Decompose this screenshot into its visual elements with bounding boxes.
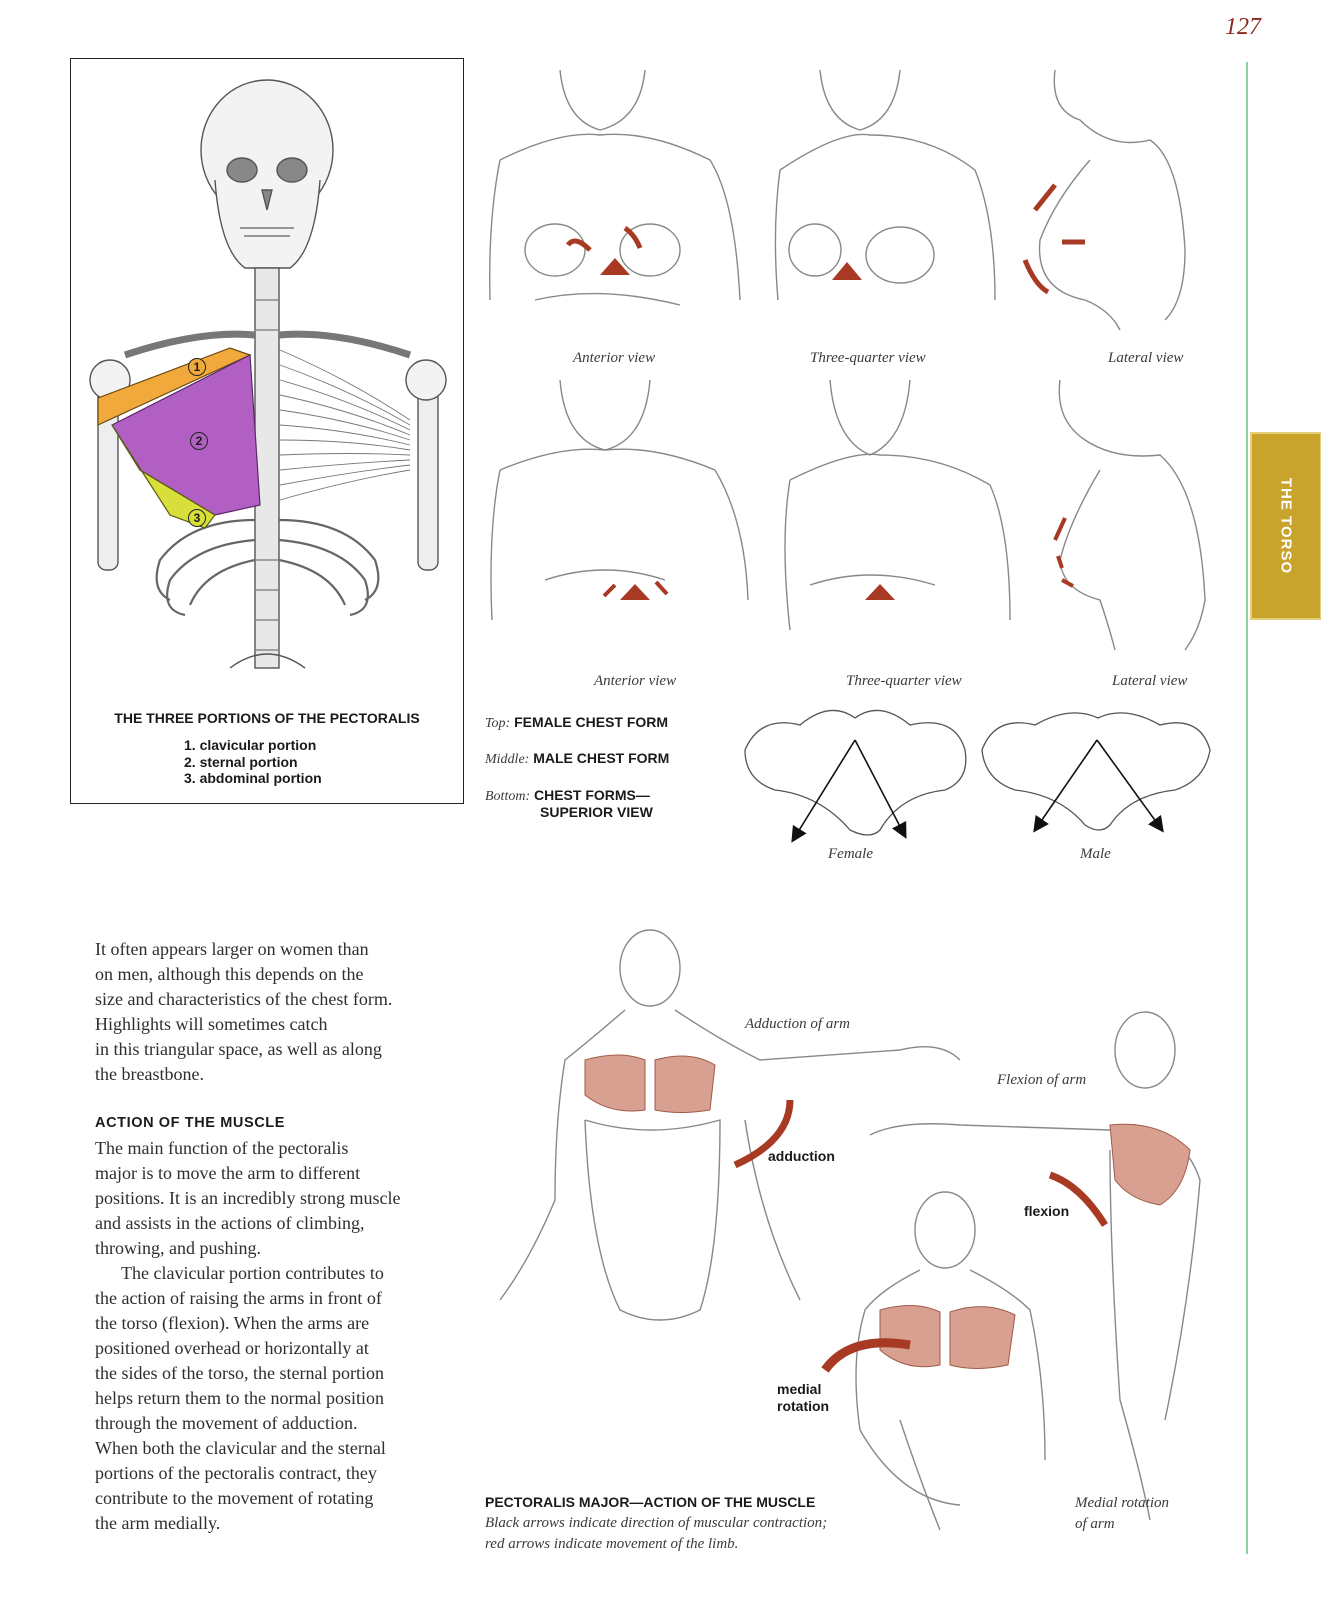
legend-bottom: Bottom: CHEST FORMS—: [485, 787, 650, 805]
female-anterior-view: [489, 69, 741, 306]
text-line: positions. It is an incredibly strong mu…: [95, 1188, 401, 1208]
legend-bottom-text-1: CHEST FORMS—: [534, 787, 650, 803]
portion-item: 3. abdominal portion: [184, 770, 322, 786]
abdominal-portion-shape: [111, 424, 216, 529]
legend-middle-prefix: Middle:: [485, 752, 530, 767]
marker-3: 3: [188, 509, 206, 527]
text-line: major is to move the arm to different: [95, 1163, 361, 1183]
superior-view-male: [981, 712, 1211, 833]
medial-caption-line-2: of arm: [1075, 1516, 1115, 1532]
flexion-caption: Flexion of arm: [997, 1072, 1087, 1088]
pectoralis-portions: [97, 347, 261, 529]
medial-rotation-figure: [855, 1191, 1046, 1531]
action-paragraph-2: The clavicular portion contributes to th…: [95, 1261, 465, 1536]
pectoralis-right-fibers: [279, 349, 411, 501]
male-three-quarter-view: [784, 379, 1011, 631]
text-line: portions of the pectoralis contract, the…: [95, 1463, 377, 1483]
text-line: the action of raising the arms in front …: [95, 1288, 382, 1308]
text-line: helps return them to the normal position: [95, 1388, 384, 1408]
caption-line: red arrows indicate movement of the limb…: [485, 1536, 739, 1552]
section-heading: ACTION OF THE MUSCLE: [95, 1115, 286, 1131]
flexion-label: flexion: [1024, 1203, 1070, 1219]
text-line: on men, although this depends on the: [95, 964, 364, 984]
legend-middle: Middle: MALE CHEST FORM: [485, 750, 669, 768]
adduction-label: adduction: [768, 1148, 835, 1164]
adduction-arrow: [733, 1099, 794, 1169]
text-line: When both the clavicular and the sternal: [95, 1438, 386, 1458]
text-line: The clavicular portion contributes to: [121, 1263, 384, 1283]
male-lateral-view: [1058, 379, 1206, 651]
male-anterior-label: Anterior view: [594, 673, 677, 689]
text-line: in this triangular space, as well as alo…: [95, 1039, 382, 1059]
medial-label-line-1: medial: [777, 1381, 822, 1397]
page-number: 127: [1225, 14, 1261, 40]
legend-top-prefix: Top:: [485, 716, 511, 731]
female-three-quarter-label: Three-quarter view: [810, 350, 926, 366]
marker-1: 1: [188, 358, 206, 376]
text-line: the breastbone.: [95, 1064, 204, 1084]
text-line: The main function of the pectoralis: [95, 1138, 349, 1158]
text-line: the arm medially.: [95, 1513, 221, 1533]
section-tab: THE TORSO: [1250, 432, 1321, 620]
text-line: throwing, and pushing.: [95, 1238, 261, 1258]
text-line: through the movement of adduction.: [95, 1413, 358, 1433]
skeleton-illustration: [89, 79, 447, 669]
legend-top: Top: FEMALE CHEST FORM: [485, 714, 668, 732]
caption-line: Black arrows indicate direction of muscu…: [485, 1515, 828, 1531]
superior-female-label: Female: [828, 846, 873, 862]
text-line: It often appears larger on women than: [95, 939, 369, 959]
legend-middle-text: MALE CHEST FORM: [533, 750, 670, 766]
text-line: contribute to the movement of rotating: [95, 1488, 374, 1508]
action-paragraph-1: The main function of the pectoralis majo…: [95, 1136, 465, 1261]
legend-bottom-text-2: SUPERIOR VIEW: [540, 804, 653, 820]
text-line: size and characteristics of the chest fo…: [95, 989, 393, 1009]
portion-list: 1. clavicular portion 2. sternal portion…: [184, 737, 322, 787]
male-anterior-view: [490, 379, 749, 621]
male-three-quarter-label: Three-quarter view: [846, 673, 962, 689]
skeleton-figure-title: THE THREE PORTIONS OF THE PECTORALIS: [114, 710, 420, 726]
skeleton-figure-box: [70, 58, 464, 804]
medial-rotation-arrow: [821, 1338, 911, 1373]
margin-rule: [1246, 62, 1248, 1554]
male-arrows: [602, 517, 1074, 600]
text-line: Highlights will sometimes catch: [95, 1014, 328, 1034]
superior-view-female: [744, 709, 967, 843]
intro-paragraph: It often appears larger on women than on…: [95, 937, 465, 1087]
figure-caption-text: Black arrows indicate direction of muscu…: [485, 1513, 855, 1555]
text-line: and assists in the actions of climbing,: [95, 1213, 365, 1233]
medial-label-line-2: rotation: [777, 1398, 830, 1414]
marker-2: 2: [190, 432, 208, 450]
female-lateral-view: [1038, 69, 1186, 331]
female-anterior-label: Anterior view: [573, 350, 656, 366]
text-line: the torso (flexion). When the arms are: [95, 1313, 370, 1333]
portion-item: 2. sternal portion: [184, 753, 298, 770]
adduction-figure: [499, 929, 961, 1321]
adduction-caption: Adduction of arm: [745, 1016, 850, 1032]
male-lateral-label: Lateral view: [1112, 673, 1188, 689]
medial-caption-line-1: Medial rotation: [1075, 1495, 1170, 1511]
female-three-quarter-view: [774, 69, 996, 301]
female-lateral-label: Lateral view: [1108, 350, 1184, 366]
legend-bottom-prefix: Bottom:: [485, 789, 531, 804]
superior-male-label: Male: [1080, 846, 1111, 862]
portion-item: 1. clavicular portion: [184, 737, 317, 753]
legend-top-text: FEMALE CHEST FORM: [514, 714, 669, 730]
medial-rotation-muscles: [879, 1305, 1016, 1369]
female-arrows: [565, 183, 1085, 295]
figure-caption-title: PECTORALIS MAJOR—ACTION OF THE MUSCLE: [485, 1494, 816, 1510]
flexion-muscle: [1109, 1123, 1191, 1206]
text-line: positioned overhead or horizontally at: [95, 1338, 369, 1358]
adduction-muscles: [584, 1054, 716, 1113]
text-line: the sides of the torso, the sternal port…: [95, 1363, 384, 1383]
flexion-arrow: [1048, 1171, 1108, 1227]
